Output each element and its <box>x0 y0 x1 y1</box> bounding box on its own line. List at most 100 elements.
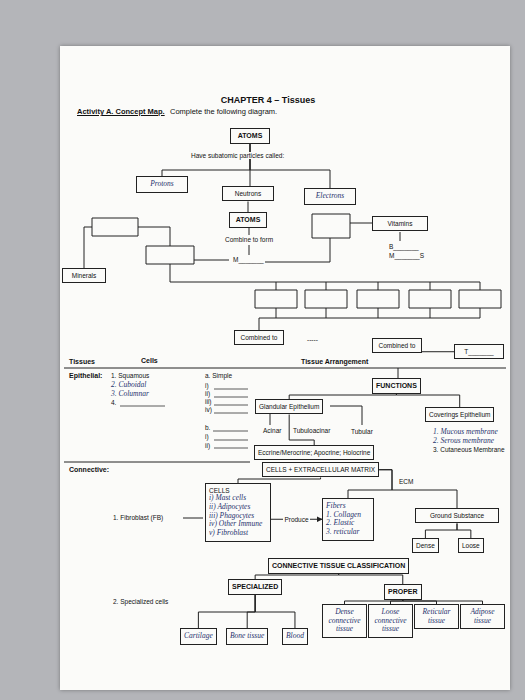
text-label: Epithelial: <box>68 372 103 380</box>
node-text: Combined to <box>238 334 280 341</box>
connector <box>247 595 255 628</box>
node-text: Glandular Epithelium <box>259 403 319 410</box>
text-label: B_______ <box>388 243 420 250</box>
node-text: Bone tissue <box>230 632 264 641</box>
connector <box>248 201 249 212</box>
node-text: Cartilage <box>184 632 213 641</box>
concept-box: SPECIALIZED <box>228 579 282 595</box>
node-text: Minerals <box>66 272 102 279</box>
node-text: ii) Adipocytes <box>209 503 267 512</box>
concept-box: ATOMS <box>229 212 267 228</box>
connector <box>457 523 471 538</box>
text-label: ii) <box>204 442 211 449</box>
concept-box: CELLS + EXTRACELLULAR MATRIX <box>262 462 379 477</box>
node-text: ATOMS <box>233 216 263 224</box>
text-label: 2. Serous membrane <box>432 437 495 446</box>
node-text: Ground Substance <box>419 512 495 519</box>
node-text: Dense <box>416 542 435 549</box>
text-label: ii) <box>204 390 211 397</box>
map-lines <box>64 223 506 518</box>
text-label: 1. Mucous membrane <box>432 428 499 437</box>
node-text: CONNECTIVE TISSUE CLASSIFICATION <box>272 562 405 570</box>
node-text: Neutrons <box>226 190 270 197</box>
concept-box: Adipose tissue <box>460 604 505 629</box>
connector <box>379 470 457 508</box>
text-label: Cells <box>140 357 159 365</box>
text-label: a. Simple <box>204 372 233 379</box>
concept-box: Electrons <box>304 188 356 205</box>
concept-box: Dense connective tissue <box>322 604 367 638</box>
concept-box: CELLSi) Mast cellsii) Adipocytesiii) Pha… <box>205 483 271 542</box>
node-text: Vitamins <box>376 220 424 227</box>
concept-box: Glandular Epithelium <box>255 399 323 414</box>
text-label: Tubular <box>350 428 374 435</box>
concept-box: FUNCTIONS <box>372 378 421 394</box>
node-text: v) Fibroblast <box>209 529 267 538</box>
text-label: ----- <box>306 336 319 343</box>
concept-box: Neutrons <box>222 186 274 201</box>
edge-label: Produce <box>283 516 309 523</box>
text-label: Tubuloacinar <box>292 427 331 434</box>
node-text: T_______ <box>458 348 500 355</box>
concept-box: PROPER <box>384 584 422 600</box>
node-text: iii) Phagocytes <box>209 512 267 521</box>
node-text: 2. Elastic <box>326 519 370 528</box>
text-label: 2. Cuboidal <box>110 381 147 390</box>
concept-box: Protons <box>136 176 188 193</box>
node-text: 3. reticular <box>326 528 370 537</box>
node-text: PROPER <box>388 588 418 596</box>
concept-box: Eccrine/Merocrine; Apocrine; Holocrine <box>254 445 374 460</box>
text-label: 2. Specialized cells <box>112 598 169 605</box>
text-label: iv) <box>204 406 213 413</box>
connector <box>425 523 457 538</box>
text-label: 1. Fibroblast (FB) <box>112 514 164 521</box>
concept-box: Minerals <box>62 268 106 283</box>
connector <box>162 144 250 176</box>
node-text: Blood <box>286 632 304 641</box>
text-label: M_______ <box>232 256 265 263</box>
text-label: Acinar <box>262 427 282 434</box>
text-label: Combine to form <box>224 236 274 243</box>
concept-box: Fibers1. Collagen2. Elastic3. reticular <box>322 498 374 541</box>
concept-box: Loose connective tissue <box>368 604 413 638</box>
text-label: 3. Cutaneous Membrane <box>432 446 506 453</box>
text-label: i) <box>204 433 210 440</box>
concept-box: Reticular tissue <box>414 604 459 629</box>
concept-box: Dense <box>412 538 439 553</box>
concept-box: ATOMS <box>230 128 270 144</box>
concept-box: Bone tissue <box>226 628 268 645</box>
node-text: CELLS <box>209 487 267 494</box>
text-label: ECM <box>398 478 414 485</box>
node-text: Reticular tissue <box>418 608 455 625</box>
node-text: Loose <box>462 542 480 549</box>
concept-box: Combined to <box>372 338 422 353</box>
concept-box: Vitamins <box>372 216 428 231</box>
text-label: Have subatomic particles called: <box>190 152 285 159</box>
node-text: FUNCTIONS <box>376 382 417 390</box>
node-text: 1. Collagen <box>326 511 370 520</box>
node-text: Eccrine/Merocrine; Apocrine; Holocrine <box>258 449 370 456</box>
connector <box>396 394 459 407</box>
concept-box: Ground Substance <box>415 508 499 523</box>
node-text: SPECIALIZED <box>232 583 278 591</box>
empty-boxes <box>92 214 501 308</box>
node-text: i) Mast cells <box>209 494 267 503</box>
connector <box>250 144 330 188</box>
node-text: Electrons <box>308 192 352 201</box>
node-text: Combined to <box>376 342 418 349</box>
text-label: Tissue Arrangement <box>300 358 369 366</box>
concept-box: T_______ <box>454 344 504 359</box>
concept-box: Loose <box>458 538 484 553</box>
connector <box>255 595 295 628</box>
text-label: 1. Squamous <box>110 372 150 379</box>
connector <box>422 351 454 352</box>
text-label: Complete the following diagram. <box>169 108 278 117</box>
text-label: b. <box>204 424 211 431</box>
concept-box: Coverings Epithelium <box>425 407 494 422</box>
node-text: Coverings Epithelium <box>429 411 490 418</box>
text-label: Tissues <box>68 358 96 366</box>
text-label: Connective: <box>68 466 110 474</box>
node-text: Dense connective tissue <box>326 608 363 634</box>
text-label: iii) <box>204 398 213 405</box>
